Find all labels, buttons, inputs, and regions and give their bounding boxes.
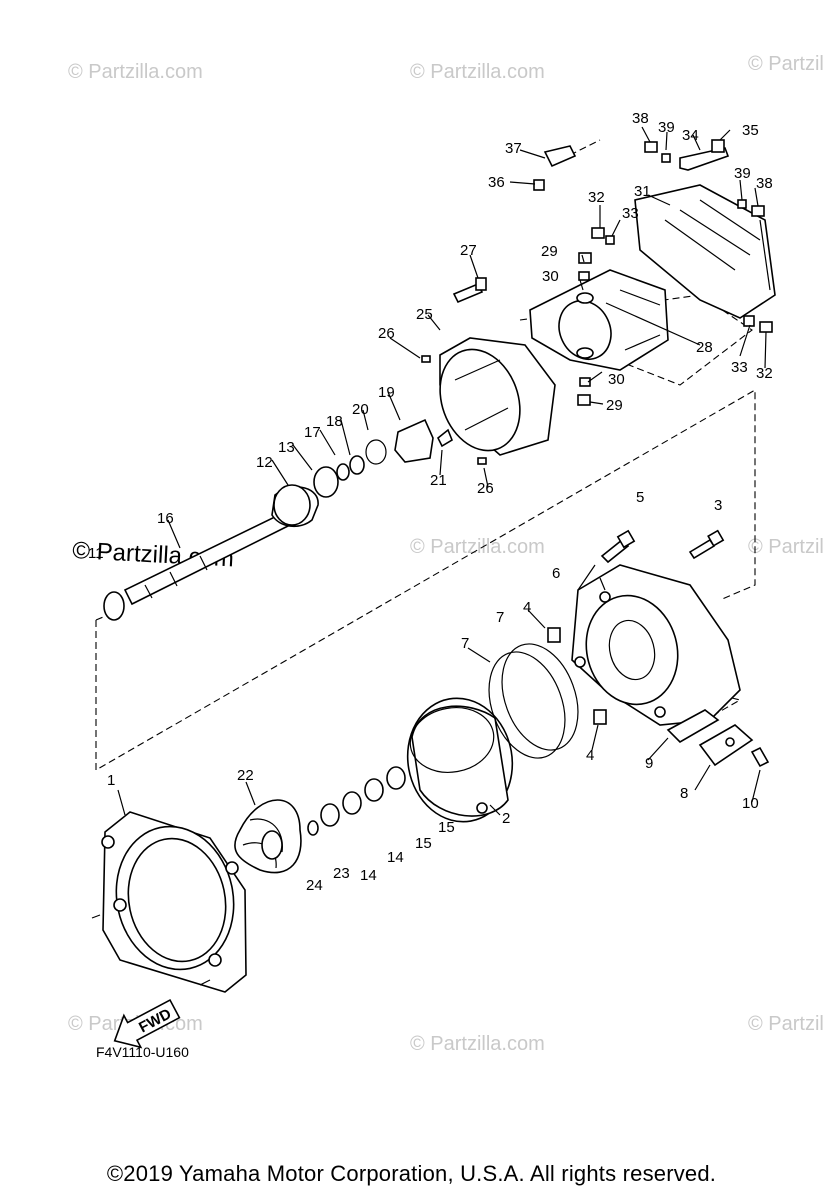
part-label: 7 [461,635,469,652]
part-label: 26 [477,480,494,497]
part-label: 5 [636,489,644,506]
part-label: 36 [488,174,505,191]
watermark: © Partzilla.com [748,1013,823,1035]
part-label: 26 [378,325,395,342]
part-label: 35 [742,122,759,139]
watermark: © Partzilla.com [748,536,823,558]
watermark-group: © Partzilla.com © Partzilla.com © Partzi… [68,53,823,1055]
part-labels: 1 2 3 4 4 5 6 7 7 8 9 10 11 12 13 14 14 … [88,110,773,894]
leader-lines [117,126,767,816]
part-label: 39 [734,165,751,182]
part-label: 18 [326,413,343,430]
jet-nozzle [529,269,669,371]
diagram-reference-code: F4V1110-U160 [96,1044,189,1060]
part-label: 32 [756,365,773,382]
part-label: 25 [416,306,433,323]
watermark: © Partzilla.com [68,61,203,83]
part-label: 24 [306,877,323,894]
part-label: 9 [645,755,653,772]
part-label: 37 [505,140,522,157]
intake-housing [91,811,247,993]
impeller-liner [406,697,514,823]
part-label: 1 [107,772,115,789]
housing-bolts [600,529,725,564]
part-label: 33 [622,205,639,222]
pump-duct [421,277,556,465]
part-label: 4 [586,747,594,764]
part-label: 11 [88,545,104,562]
part-label: 17 [304,424,321,441]
part-label: 30 [608,371,625,388]
drive-shaft-assembly [103,418,434,621]
dowel-pin [593,709,607,725]
part-label: 4 [523,599,531,616]
part-label: 8 [680,785,688,802]
part-label: 21 [430,472,447,489]
part-label: 14 [387,849,404,866]
watermark: © Partzilla.com [410,61,545,83]
part-label: 6 [552,565,560,582]
part-label: 39 [658,119,675,136]
part-label: 15 [415,835,432,852]
part-label: 3 [714,497,722,514]
part-label: 31 [634,183,651,200]
dowel-pin [547,627,561,643]
part-label: 19 [378,384,395,401]
part-label: 28 [696,339,713,356]
part-label: 14 [360,867,377,884]
part-label: 22 [237,767,254,784]
impeller [234,799,302,874]
part-label: 20 [352,401,369,418]
part-label: 2 [502,810,510,827]
copyright-notice: ©2019 Yamaha Motor Corporation, U.S.A. A… [106,1161,717,1186]
part-label: 23 [333,865,350,882]
part-label: 29 [606,397,623,414]
part-label: 15 [438,819,455,836]
part-label: 34 [682,127,699,144]
nozzle-fasteners [577,252,592,406]
part-label: 12 [256,454,273,471]
jet-pump-exploded-diagram: © Partzilla.com © Partzilla.com © Partzi… [68,53,823,1060]
cover-plate-set [666,709,770,768]
watermark: © Partzilla.com [410,1033,545,1055]
watermark: © Partzilla.com [748,53,823,75]
part-label: 30 [542,268,559,285]
part-label: 13 [278,439,295,456]
reverse-deflector [533,139,776,333]
part-label: 27 [460,242,477,259]
pump-housing [571,564,741,726]
part-label: 29 [541,243,558,260]
watermark: © Partzilla.com [410,536,545,558]
part-label: 10 [742,795,759,812]
part-label: 38 [756,175,773,192]
part-label: 33 [731,359,748,376]
part-label: 7 [496,609,504,626]
part-label: 38 [632,110,649,127]
part-label: 32 [588,189,605,206]
o-rings [488,643,579,759]
seal-rings [307,766,406,836]
part-label: 16 [157,510,174,527]
